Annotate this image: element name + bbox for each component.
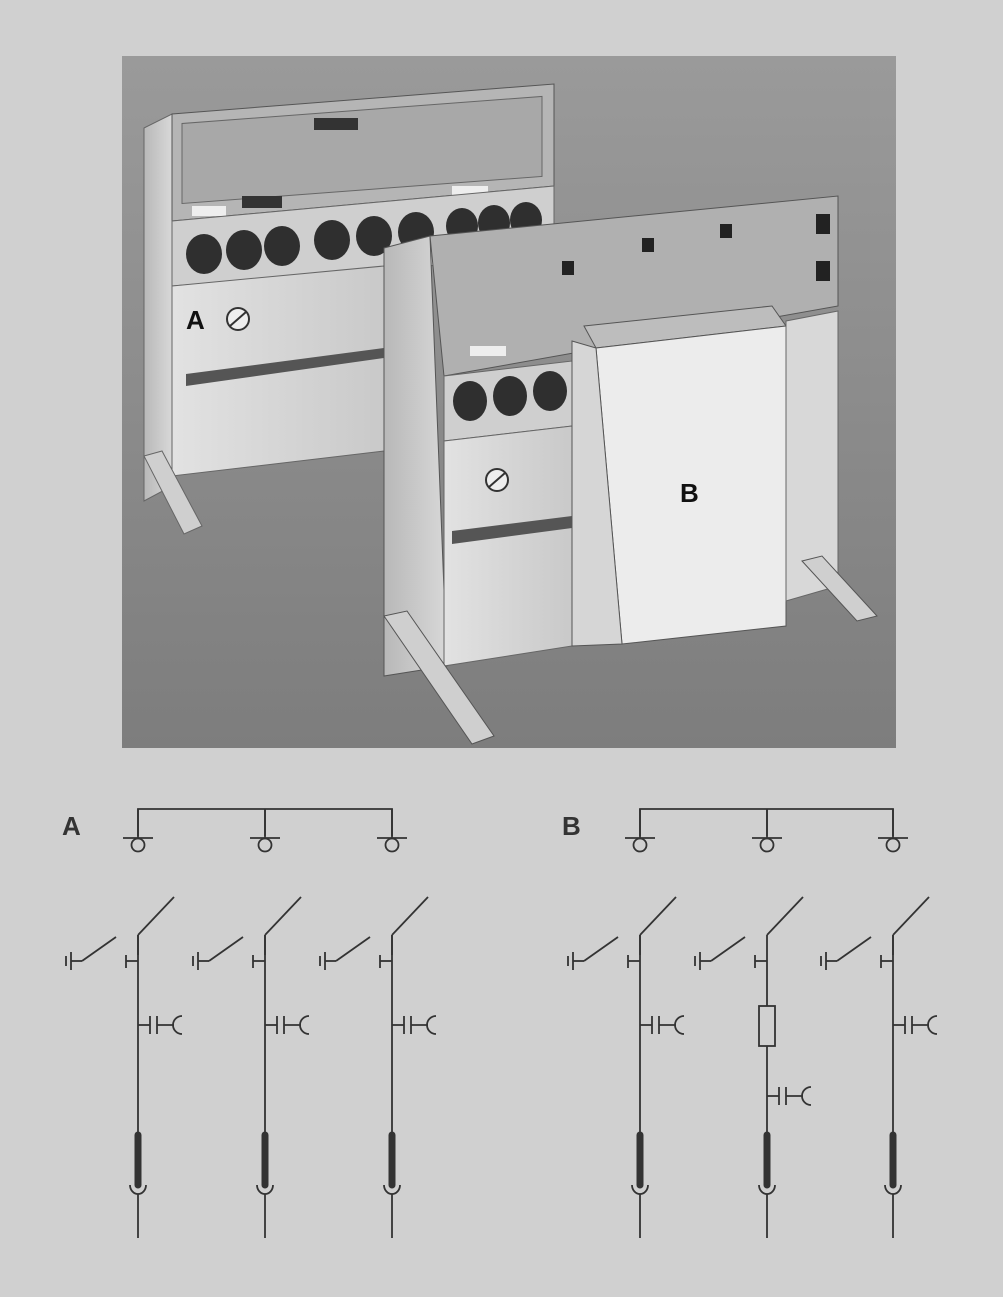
diagram-a: A (62, 809, 436, 1238)
diagram-label-b: B (562, 811, 581, 841)
switchgear-photo: A B (122, 56, 896, 748)
photo-label-b: B (680, 478, 699, 508)
schematic-svg: A B (62, 780, 1003, 1260)
switchgear-illustration: A B (122, 56, 896, 748)
diagram-b: B (562, 809, 937, 1238)
unit-b (383, 195, 878, 745)
bay-a-3 (320, 809, 436, 1238)
bay-b-3 (821, 809, 937, 1238)
bay-a-1 (66, 809, 182, 1238)
bay-b-1 (568, 809, 684, 1238)
unit-a-bushings (186, 202, 542, 274)
single-line-diagrams: A B (0, 780, 1003, 1260)
diagram-label-a: A (62, 811, 81, 841)
photo-label-a: A (186, 305, 205, 335)
bay-a-2 (193, 809, 309, 1238)
unit-a (143, 83, 555, 535)
bay-b-2-fuse (695, 809, 811, 1238)
